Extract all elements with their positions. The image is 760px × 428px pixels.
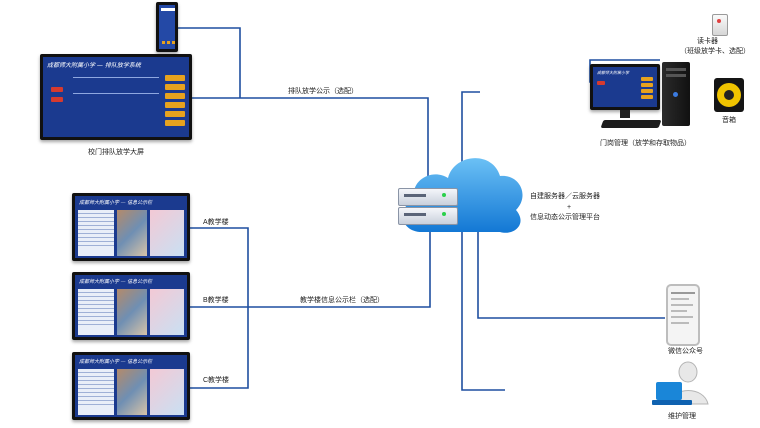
wire-building-a (190, 227, 249, 389)
wechat-label: 微信公众号 (668, 348, 703, 355)
wire-gate-pc (461, 91, 505, 391)
classroom-a-screen-title: 成都师大附属小学 — 信息公示栏 (79, 200, 153, 206)
gate-pc-screen-title: 成都师大附属小学 (597, 70, 629, 75)
speaker-label: 音箱 (722, 117, 736, 124)
card-reader-label-line1: 读卡器 (697, 38, 718, 45)
gate-pc-label: 门岗管理（放学和存取物品） (600, 140, 691, 147)
monitor-stand (620, 110, 630, 118)
classroom-b-label: B教学楼 (203, 297, 229, 304)
tablet-display (156, 2, 178, 52)
keyboard-icon (600, 120, 662, 128)
classroom-b-screen: 成都师大附属小学 — 信息公示栏 (72, 272, 190, 340)
classroom-c-screen: 成都师大附属小学 — 信息公示栏 (72, 352, 190, 420)
wire-tablet (178, 27, 241, 98)
classroom-c-screen-title: 成都师大附属小学 — 信息公示栏 (79, 359, 153, 365)
speaker-icon (714, 78, 744, 112)
server-label-plus: + (567, 204, 572, 211)
server-label-line2: 信息动态公示管理平台 (530, 214, 600, 221)
gate-display-screen-title: 成都师大附属小学 — 排队放学系统 (47, 62, 141, 69)
classroom-c-label: C教学楼 (203, 377, 230, 384)
gate-pc-monitor: 成都师大附属小学 (590, 64, 660, 110)
pc-tower-icon (662, 62, 690, 126)
classroom-a-label: A教学楼 (203, 219, 229, 226)
wire-gate-display (190, 97, 429, 180)
maintenance-label: 维护管理 (668, 413, 696, 420)
card-reader-label-line2: （班级放学卡、选配） (680, 48, 750, 55)
wire-building-b (190, 215, 431, 308)
edge-label-queue-announce: 排队放学公示（选配） (288, 88, 358, 95)
server-icon (398, 188, 458, 225)
card-reader-icon (712, 14, 728, 36)
maintenance-person-icon (652, 361, 709, 405)
gate-display-screen: 成都师大附属小学 — 排队放学系统 (40, 54, 192, 140)
classroom-a-screen: 成都师大附属小学 — 信息公示栏 (72, 193, 190, 261)
classroom-b-screen-title: 成都师大附属小学 — 信息公示栏 (79, 279, 153, 285)
server-label-line1: 自建服务器／云服务器 (530, 193, 600, 200)
edge-label-building-info: 教学楼信息公示栏（选配） (300, 297, 384, 304)
phone-icon (666, 284, 700, 346)
gate-display-label: 校门排队放学大屏 (88, 149, 144, 156)
